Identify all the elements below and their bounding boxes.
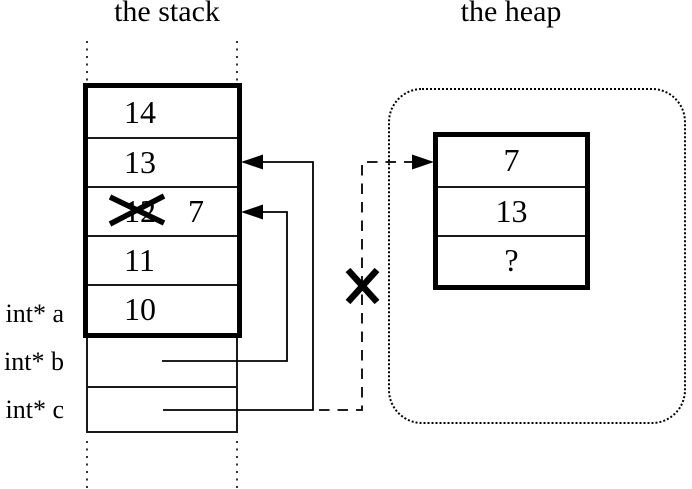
heap-object-box: 7 13 ? [433, 132, 590, 290]
stack-cell-12-overwritten: 12 7 [88, 186, 237, 235]
stack-cell-14-value: 14 [124, 94, 156, 130]
stack-cell-11: 11 [88, 235, 237, 284]
stack-cell-13-value: 13 [124, 144, 156, 180]
heap-cell-1: 13 [438, 186, 585, 235]
label-int-ptr-c: int* c [5, 395, 65, 424]
stack-cell-12-new-value: 7 [188, 193, 204, 229]
stack-cell-14: 14 [88, 88, 237, 137]
stack-cell-12-old-value: 12 [124, 193, 156, 229]
stack-cell-10: 10 [88, 284, 237, 333]
broken-link-cross-icon [345, 267, 380, 305]
pointer-b-cell [88, 338, 236, 386]
pointer-c-cell [88, 386, 236, 433]
pointer-c-arrowhead-icon [241, 154, 263, 170]
heap-title: the heap [460, 0, 562, 28]
pointer-variable-cells [86, 338, 238, 433]
stack-cell-10-value: 10 [124, 291, 156, 327]
heap-cell-0: 7 [438, 137, 585, 186]
stack-cell-13: 13 [88, 137, 237, 186]
stack-cell-11-value: 11 [124, 242, 155, 278]
heap-cell-0-value: 7 [503, 142, 520, 178]
label-int-ptr-a: int* a [5, 299, 65, 328]
label-int-ptr-b: int* b [4, 347, 64, 376]
heap-cell-2-value: ? [504, 242, 519, 278]
pointer-b-arrowhead-icon [241, 204, 263, 220]
heap-cell-2: ? [438, 235, 585, 284]
stack-frame-box: 14 13 12 7 11 10 [83, 83, 242, 338]
heap-cell-1-value: 13 [495, 193, 528, 229]
broken-link-cross-icon [345, 267, 380, 305]
stack-title: the stack [114, 0, 220, 28]
